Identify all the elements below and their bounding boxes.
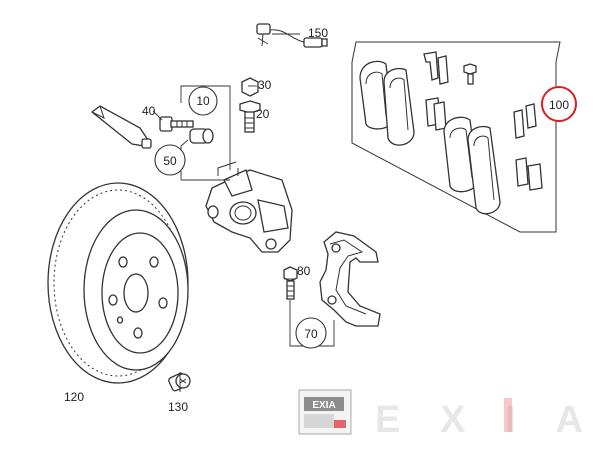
callout-80: 80 xyxy=(297,264,311,278)
callout-20: 20 xyxy=(256,107,270,121)
wear-sensor xyxy=(256,23,328,48)
grease-tube xyxy=(90,105,152,149)
callout-50: 50 xyxy=(163,154,177,168)
guide-bushing xyxy=(189,128,214,144)
brake-pad-kit xyxy=(351,41,561,233)
callout-30: 30 xyxy=(258,78,272,92)
callout-70: 70 xyxy=(304,327,318,341)
callout-120: 120 xyxy=(64,390,84,404)
watermark-badge-text: EXIA xyxy=(312,400,335,411)
callout-130: 130 xyxy=(168,400,188,414)
guide-bolt xyxy=(159,116,194,132)
callout-100-highlight xyxy=(541,86,577,122)
callout-150: 150 xyxy=(308,26,328,40)
brake-caliper xyxy=(205,161,293,253)
callout-10-bubble xyxy=(188,86,218,116)
exia-watermark: EXIA EXIA xyxy=(298,389,583,441)
bleed-screw xyxy=(239,77,261,133)
watermark-wordmark-text: EXIA xyxy=(375,399,583,441)
callout-50-bubble xyxy=(154,144,186,176)
callout-labels: 150 30 10 20 40 50 100 80 70 120 130 xyxy=(64,26,577,414)
callout-40: 40 xyxy=(142,104,156,118)
watermark-wordmark: EXIA xyxy=(375,398,583,441)
disc-screw xyxy=(168,372,191,392)
callout-10: 10 xyxy=(196,94,210,108)
caliper-carrier xyxy=(319,231,381,327)
callout-100: 100 xyxy=(549,98,569,112)
carrier-bolt xyxy=(283,266,298,300)
callout-70-bubble xyxy=(295,317,327,349)
brake-disc xyxy=(47,182,189,384)
